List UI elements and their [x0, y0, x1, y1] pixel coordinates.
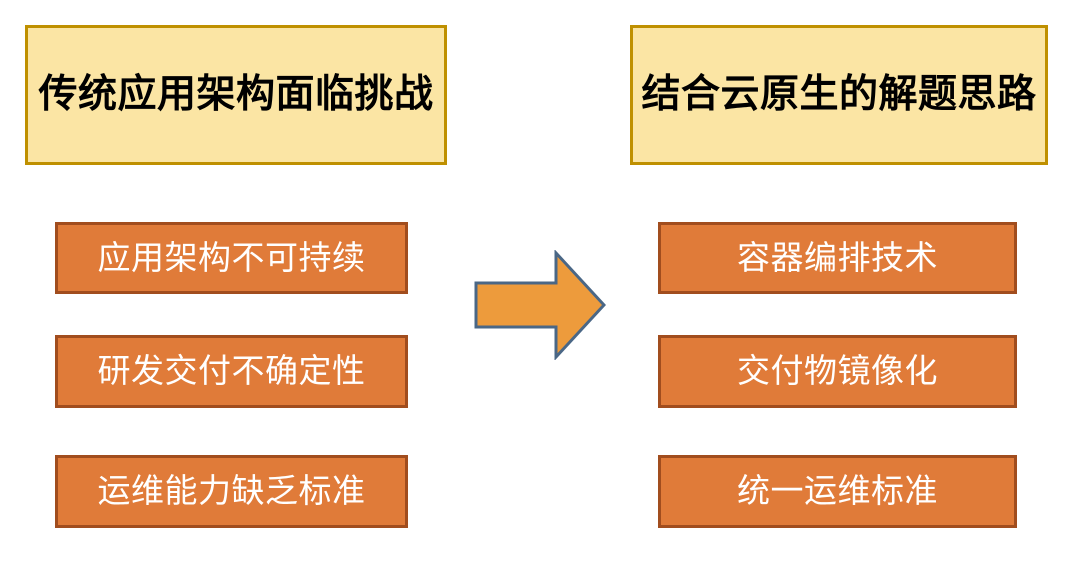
right-item-box-3: 统一运维标准: [658, 455, 1017, 528]
right-arrow-icon: [474, 249, 607, 361]
left-item-box-3: 运维能力缺乏标准: [55, 455, 408, 528]
left-column-title-box: 传统应用架构面临挑战: [25, 25, 447, 165]
left-item-box-1: 应用架构不可持续: [55, 222, 408, 294]
right-item-box-1: 容器编排技术: [658, 222, 1017, 294]
left-item-label-2: 研发交付不确定性: [97, 352, 366, 390]
right-column-title-box: 结合云原生的解题思路: [630, 25, 1048, 165]
left-item-label-3: 运维能力缺乏标准: [97, 472, 366, 510]
right-item-label-2: 交付物镜像化: [737, 352, 938, 390]
left-item-box-2: 研发交付不确定性: [55, 335, 408, 408]
right-item-label-1: 容器编排技术: [737, 238, 938, 276]
left-item-label-1: 应用架构不可持续: [97, 238, 366, 276]
right-item-box-2: 交付物镜像化: [658, 335, 1017, 408]
right-arrow-polygon: [474, 249, 607, 361]
right-column-title-text: 结合云原生的解题思路: [641, 72, 1037, 116]
right-arrow-shape: [474, 249, 607, 361]
left-column-title-text: 传统应用架构面临挑战: [38, 72, 434, 116]
right-item-label-3: 统一运维标准: [737, 472, 938, 510]
